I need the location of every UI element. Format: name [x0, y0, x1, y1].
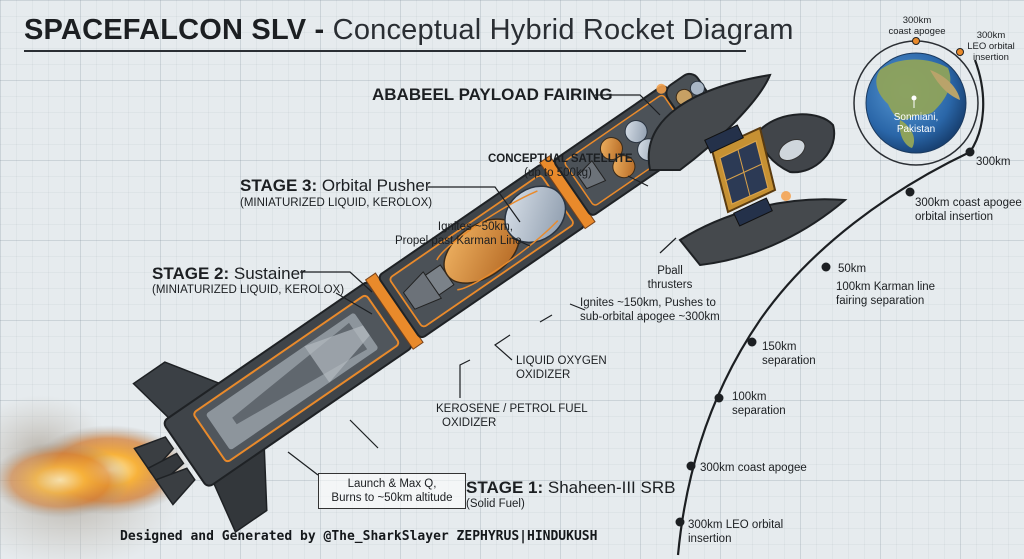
traj-label-t8: 300km LEO orbital insertion — [688, 518, 783, 546]
kero-2: OXIDIZER — [442, 417, 497, 429]
launch-note-box: Launch & Max Q, Burns to ~50km altitude — [318, 473, 466, 509]
conceptual-satellite — [704, 124, 806, 227]
globe-leo-sub-1: LEO orbital — [967, 41, 1015, 52]
stage2-title: STAGE 2: Sustainer — [152, 264, 306, 284]
fairing-label: ABABEEL PAYLOAD FAIRING — [372, 85, 613, 104]
title-rest: Conceptual Hybrid Rocket Diagram — [332, 14, 794, 46]
stage2-ignite-2: sub-orbital apogee ~300km — [580, 311, 720, 323]
traj-t1-l1: 300km — [976, 156, 1011, 168]
trajectory-arc — [675, 59, 985, 556]
traj-label-t3: 50km — [838, 262, 866, 276]
pball-1: Pball — [657, 265, 683, 277]
stage3-sub: (MINIATURIZED LIQUID, KEROLOX) — [240, 197, 433, 209]
globe-leo-alt: 300km — [976, 30, 1006, 41]
satellite-title: CONCEPTUAL SATELLITE — [488, 153, 633, 165]
stage2-engine — [402, 271, 443, 310]
stage2-sub: (MINIATURIZED LIQUID, KEROLOX) — [152, 284, 345, 296]
traj-label-t5: 150km separation — [762, 340, 816, 368]
credit-line: Designed and Generated by @The_SharkSlay… — [120, 529, 598, 544]
pball-label: Pball thrusters — [640, 264, 700, 292]
traj-t6-l2: separation — [732, 405, 786, 417]
globe-leo-sub-2: insertion — [973, 52, 1009, 63]
traj-t2-l1: 300km coast apogee — [915, 197, 1022, 209]
lox-label: LIQUID OXYGEN OXIDIZER — [516, 354, 607, 382]
traj-label-t7: 300km coast apogee — [700, 461, 807, 475]
globe-coast-alt: 300km — [902, 15, 932, 26]
traj-label-t4: 100km Karman line fairing separation — [836, 280, 935, 308]
stage3-ignite-1: Ignites ~50km, — [437, 221, 513, 233]
pball-2: thrusters — [647, 279, 693, 291]
stage1-title: STAGE 1: Shaheen-III SRB — [466, 478, 675, 498]
stage1-nozzles — [133, 436, 196, 506]
title-main: SPACEFALCON SLV - — [24, 14, 325, 46]
globe-leo-label: 300km LEO orbital insertion — [960, 30, 1022, 63]
satellite-sub: (up to 500kg) — [524, 167, 592, 179]
traj-t5-l1: 150km — [762, 341, 797, 353]
stage3-engine — [577, 159, 607, 190]
kero-1: KEROSENE / PETROL FUEL — [436, 403, 588, 415]
stage3-ignite-note: Ignites ~50km, — [395, 220, 513, 234]
traj-t3-l1: 50km — [838, 263, 867, 275]
traj-label-t1: 300km — [976, 155, 1011, 169]
stage2-name: Sustainer — [233, 264, 306, 283]
title-underline — [24, 50, 746, 52]
fairing-lower-half — [678, 198, 848, 267]
earth-globe — [853, 37, 979, 166]
stage1-sub: (Solid Fuel) — [466, 498, 525, 510]
rocket-body — [132, 72, 724, 534]
launch-site-1: Sonmiani, — [893, 112, 939, 123]
lox-1: LIQUID OXYGEN — [516, 355, 607, 367]
page-title: SPACEFALCON SLV - Conceptual Hybrid Rock… — [24, 14, 794, 47]
traj-t2-l2: orbital insertion — [915, 211, 993, 223]
traj-t6-l1: 100km — [732, 391, 767, 403]
launch-2: Burns to ~50km altitude — [331, 492, 453, 504]
launch-1: Launch & Max Q, — [347, 478, 437, 490]
stage3-ignite-2: Propel past Karman Line — [395, 235, 522, 247]
traj-t8-l1: 300km LEO orbital — [688, 519, 784, 531]
globe-coast-label: 300km coast apogee — [886, 15, 948, 37]
traj-label-t2: 300km coast apogee orbital insertion — [915, 196, 1022, 224]
launch-site-2: Pakistan — [896, 124, 936, 135]
stage2-ignite-note: Ignites ~150km, Pushes to sub-orbital ap… — [580, 296, 720, 324]
stage2-ignite-1: Ignites ~150km, Pushes to — [580, 297, 716, 309]
traj-t4-l1: 100km Karman line — [836, 281, 936, 293]
traj-t4-l2: fairing separation — [836, 295, 925, 307]
kerosene-label: KEROSENE / PETROL FUEL OXIDIZER — [436, 402, 588, 430]
traj-t8-l2: insertion — [688, 533, 732, 545]
stage3-prefix: STAGE 3: — [240, 176, 318, 195]
leader-lines — [287, 94, 677, 476]
traj-t5-l2: separation — [762, 355, 816, 367]
lox-2: OXIDIZER — [516, 369, 571, 381]
traj-label-t6: 100km separation — [732, 390, 786, 418]
globe-coast-sub: coast apogee — [888, 26, 946, 37]
traj-t7-l1: 300km coast apogee — [700, 462, 807, 474]
stage3-name: Orbital Pusher — [321, 176, 431, 195]
stage1-prefix: STAGE 1: — [466, 478, 544, 497]
stage1-name: Shaheen-III SRB — [547, 478, 676, 497]
launch-site-label: Sonmiani, Pakistan — [884, 112, 948, 136]
stage3-title: STAGE 3: Orbital Pusher — [240, 176, 431, 196]
stage2-prefix: STAGE 2: — [152, 264, 230, 283]
satellite-label: CONCEPTUAL SATELLITE (up to 500kg) — [488, 152, 633, 180]
